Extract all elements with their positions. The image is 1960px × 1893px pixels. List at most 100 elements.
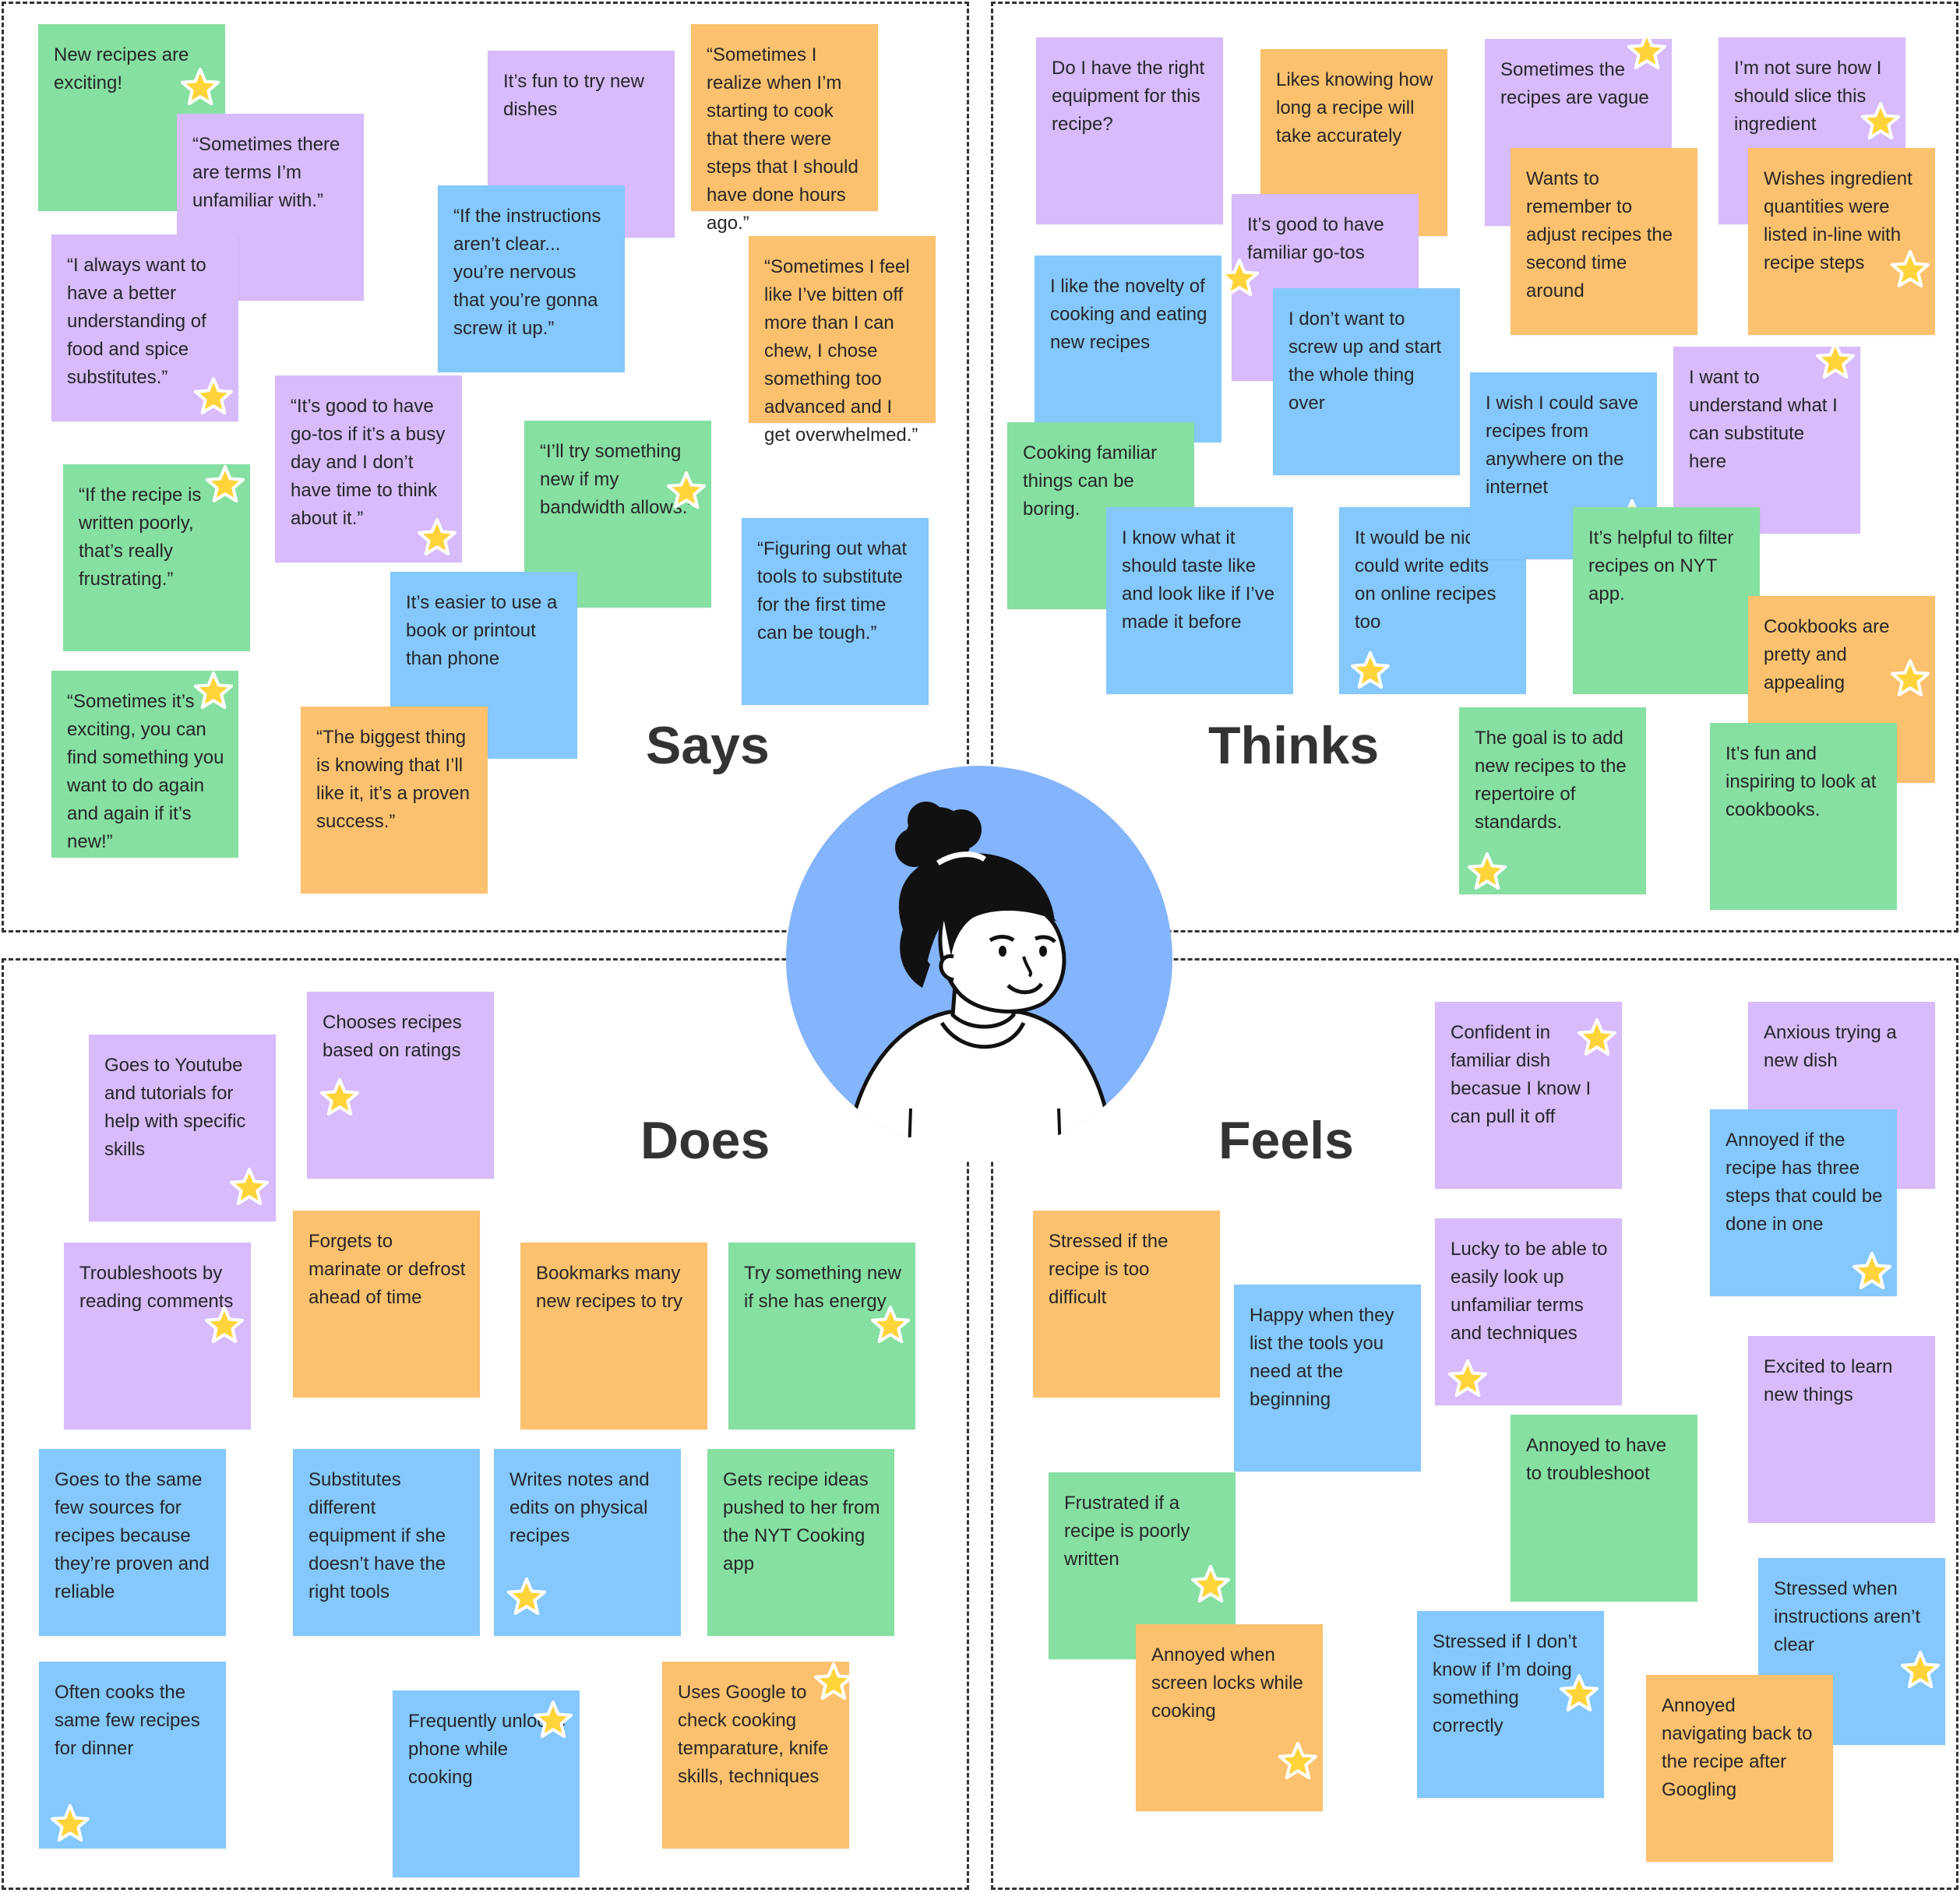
sticky-note-text: Sometimes the recipes are vague [1500,59,1649,108]
sticky-note-text: “Sometimes it’s exciting, you can find s… [67,691,224,852]
sticky-note-text: I want to understand what I can substitu… [1689,367,1838,472]
star-icon [1852,1251,1892,1292]
star-icon [50,1803,90,1844]
star-icon [1900,1650,1941,1690]
does-sticky-note[interactable]: Gets recipe ideas pushed to her from the… [707,1449,894,1636]
star-icon [1890,249,1930,290]
sticky-note-text: Wishes ingredient quantities were listed… [1764,168,1912,273]
thinks-sticky-note[interactable]: Wants to remember to adjust recipes the … [1511,148,1697,335]
says-sticky-note[interactable]: “I always want to have a better understa… [51,234,238,421]
sticky-note-text: Try something new if she has energy [744,1263,901,1312]
sticky-note-text: Stressed if the recipe is too difficult [1049,1231,1169,1308]
sticky-note-text: “If the recipe is written poorly, that’s… [79,485,202,590]
sticky-note-text: It’s easier to use a book or printout th… [406,592,558,669]
sticky-note-text: I wish I could save recipes from anywher… [1486,393,1639,498]
star-icon [1559,1673,1599,1714]
sticky-note-text: Troubleshoots by reading comments [79,1263,234,1312]
thinks-quadrant [991,2,1958,932]
sticky-note-text: Annoyed navigating back to the recipe af… [1662,1695,1813,1800]
thinks-label: Thinks [1208,716,1380,775]
sticky-note-text: Bookmarks many new recipes to try [536,1263,683,1312]
sticky-note-text: “Sometimes there are terms I’m unfamilia… [192,134,340,211]
sticky-note-text: Frustrated if a recipe is poorly written [1064,1493,1190,1570]
says-sticky-note[interactable]: “Sometimes it’s exciting, you can find s… [51,671,238,858]
says-sticky-note[interactable]: “Sometimes I feel like I’ve bitten off m… [749,236,936,446]
sticky-note-text: “If the instructions aren’t clear... you… [453,206,601,339]
sticky-note-text: Uses Google to check cooking temparature… [678,1682,829,1787]
says-sticky-note[interactable]: New recipes are exciting! [38,24,225,211]
sticky-note-text: Lucky to be able to easily look up unfam… [1451,1239,1608,1344]
sticky-note-text: Goes to Youtube and tutorials for help w… [104,1055,246,1160]
thinks-sticky-note[interactable]: I like the novelty of cooking and eating… [1035,256,1221,442]
sticky-note-text: I don’t want to screw up and start the w… [1288,308,1442,414]
sticky-note-text: Writes notes and edits on physical recip… [509,1469,650,1546]
does-sticky-note[interactable]: Chooses recipes based on ratings [307,992,494,1179]
thinks-sticky-note[interactable]: It’s fun and inspiring to look at cookbo… [1710,723,1897,910]
persona-base-mask [888,1137,1072,1161]
does-sticky-note[interactable]: Goes to Youtube and tutorials for help w… [89,1035,276,1221]
says-sticky-note[interactable]: “I’ll try something new if my bandwidth … [524,421,711,608]
says-sticky-note[interactable]: “If the instructions aren’t clear... you… [438,185,625,372]
feels-sticky-note[interactable]: Annoyed navigating back to the recipe af… [1646,1675,1833,1862]
sticky-note-text: The goal is to add new recipes to the re… [1475,728,1627,833]
thinks-sticky-note[interactable]: It’s helpful to filter recipes on NYT ap… [1573,507,1760,694]
feels-sticky-note[interactable]: Stressed if the recipe is too difficult [1033,1211,1220,1398]
does-sticky-note[interactable]: Substitutes different equipment if she d… [293,1449,480,1636]
sticky-note-text: New recipes are exciting! [54,44,189,93]
feels-sticky-note[interactable]: Annoyed to have to troubleshoot [1511,1415,1697,1602]
sticky-note-text: Cooking familiar things can be boring. [1023,442,1158,520]
feels-sticky-note[interactable]: Excited to learn new things [1748,1336,1935,1523]
sticky-note-text: It’s good to have familiar go-tos [1247,214,1384,263]
thinks-sticky-note[interactable]: Do I have the right equipment for this r… [1036,37,1223,224]
thinks-sticky-note[interactable]: I know what it should taste like and loo… [1106,507,1293,694]
sticky-note-text: “I’ll try something new if my bandwidth … [540,441,694,518]
thinks-sticky-note[interactable]: I want to understand what I can substitu… [1673,347,1860,534]
says-sticky-note[interactable]: “Sometimes there are terms I’m unfamilia… [177,114,364,301]
star-icon [533,1700,573,1740]
sticky-note-text: “Sometimes I realize when I’m starting t… [707,44,858,234]
star-icon [1627,31,1667,72]
star-icon [1447,1359,1488,1399]
sticky-note-text: Excited to learn new things [1764,1356,1893,1405]
sticky-note-text: It’s fun to try new dishes [503,71,644,120]
sticky-note-text: Gets recipe ideas pushed to her from the… [723,1469,880,1574]
star-icon [666,471,707,511]
feels-sticky-note[interactable]: Happy when they list the tools you need … [1234,1285,1421,1472]
star-icon [1350,650,1391,691]
star-icon [319,1077,360,1118]
star-icon [1467,851,1507,892]
does-sticky-note[interactable]: Try something new if she has energy [728,1243,915,1429]
says-sticky-note[interactable]: “It’s good to have go-tos if it’s a busy… [275,375,462,562]
sticky-note-text: Frequently unlocks phone while cooking [408,1711,566,1788]
sticky-note-text: “Figuring out what tools to substitute f… [757,538,908,643]
sticky-note-text: Do I have the right equipment for this r… [1052,58,1205,135]
thinks-sticky-note[interactable]: I don’t want to screw up and start the w… [1273,288,1460,475]
sticky-note-text: “Sometimes I feel like I’ve bitten off m… [764,256,918,446]
does-quadrant [2,958,969,1890]
star-icon [180,67,220,108]
does-sticky-note[interactable]: Goes to the same few sources for recipes… [39,1449,226,1636]
sticky-note-text: It’s helpful to filter recipes on NYT ap… [1588,527,1734,605]
says-sticky-note[interactable]: “The biggest thing is knowing that I’ll … [301,707,488,894]
star-icon [1219,258,1260,298]
sticky-note-text: I know what it should taste like and loo… [1122,527,1275,633]
star-icon [1815,340,1856,381]
star-icon [193,376,234,417]
sticky-note-text: I like the novelty of cooking and eating… [1050,276,1207,353]
says-sticky-note[interactable]: “Figuring out what tools to substitute f… [742,518,929,705]
does-sticky-note[interactable]: Forgets to marinate or defrost ahead of … [293,1211,480,1398]
does-sticky-note[interactable]: Bookmarks many new recipes to try [520,1243,707,1429]
sticky-note-text: Goes to the same few sources for recipes… [55,1469,210,1602]
does-sticky-note[interactable]: Uses Google to check cooking temparature… [662,1662,849,1849]
sticky-note-text: Annoyed to have to troubleshoot [1526,1435,1667,1484]
feels-sticky-note[interactable]: Annoyed when screen locks while cooking [1136,1624,1323,1811]
does-label: Does [640,1111,770,1170]
says-sticky-note[interactable]: “Sometimes I realize when I’m starting t… [691,24,878,234]
star-icon [193,671,234,711]
sticky-note-text: Confident in familiar dish becasue I kno… [1451,1022,1592,1127]
sticky-note-text: I’m not sure how I should slice this ing… [1734,58,1882,135]
star-icon [1860,101,1901,142]
thinks-sticky-note[interactable]: Wishes ingredient quantities were listed… [1748,148,1935,335]
star-icon [205,464,245,505]
star-icon [1577,1017,1617,1058]
